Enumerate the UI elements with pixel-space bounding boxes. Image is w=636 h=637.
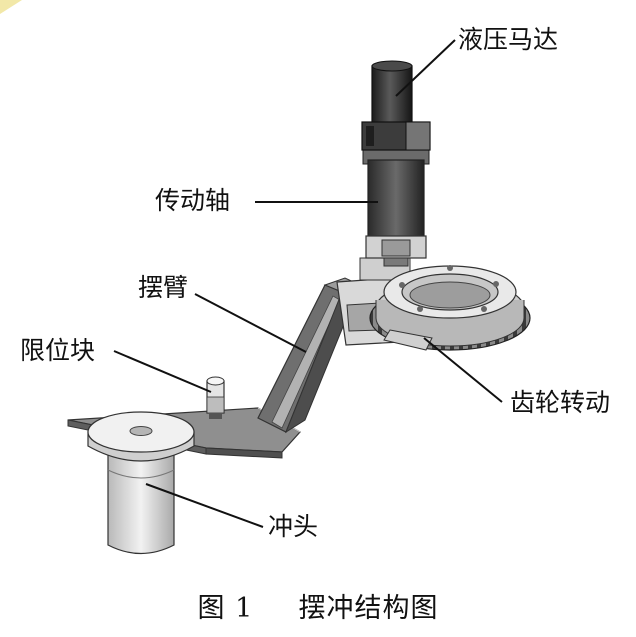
shaft-housing-part: [362, 147, 430, 267]
leader-lines: [113, 39, 503, 528]
caption-title: 摆冲结构图: [298, 593, 439, 624]
label-stopper-block: 限位块: [20, 336, 96, 365]
caption-number: 图 1: [197, 593, 254, 624]
gear-ring-part: [369, 265, 531, 351]
hydraulic-motor-part: [361, 60, 431, 151]
label-hydraulic-motor: 液压马达: [458, 25, 559, 54]
leader-line-motor: [395, 39, 456, 97]
label-punch: 冲头: [268, 512, 319, 541]
label-gear-rotation: 齿轮转动: [510, 388, 611, 417]
leader-line-stopper: [113, 350, 212, 393]
leader-line-punch: [145, 483, 264, 528]
leader-line-gear: [423, 337, 503, 403]
figure-caption: 图 1 摆冲结构图: [0, 586, 636, 625]
swing-arm-part: [257, 277, 362, 434]
corner-mark: [0, 0, 22, 14]
stopper-part: [206, 376, 225, 419]
label-transmission-shaft: 传动轴: [155, 186, 231, 215]
punch-part: [87, 411, 195, 554]
label-swing-arm: 摆臂: [138, 273, 189, 302]
leader-line-arm: [194, 293, 307, 353]
